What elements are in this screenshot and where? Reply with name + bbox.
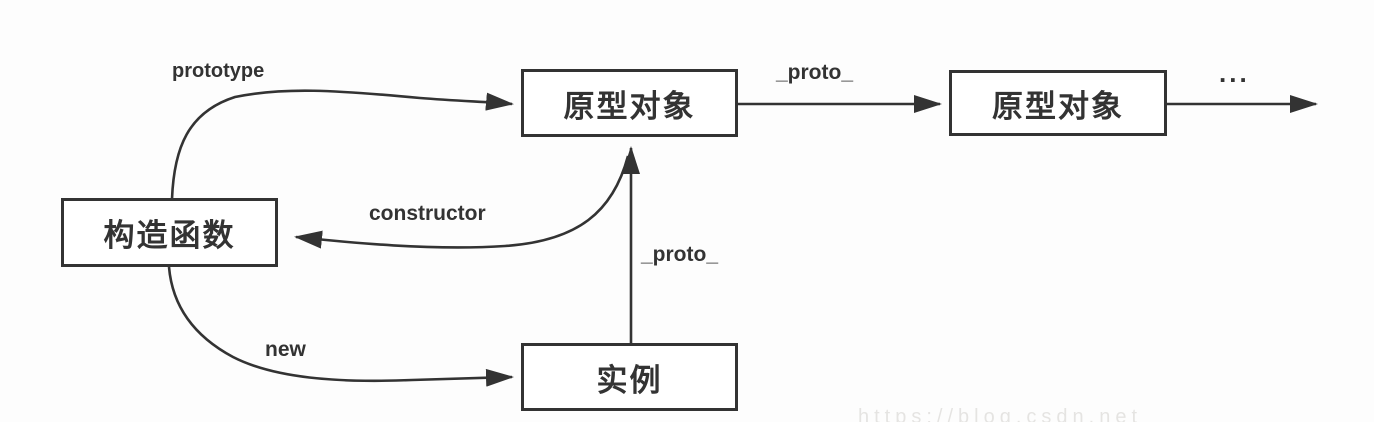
edge-label-prototype: prototype	[172, 60, 265, 82]
node-constructor-function: 构造函数	[61, 198, 278, 267]
node-instance: 实例	[521, 343, 738, 411]
edge-label-constructor: constructor	[369, 202, 486, 225]
watermark-text: https://blog.csdn.net	[858, 406, 1143, 422]
edge-label-ellipsis: ...	[1219, 58, 1250, 88]
prototype-arrow	[170, 89, 514, 200]
node-constructor-function-label: 构造函数	[103, 218, 236, 253]
edge-label-proto-horizontal: _proto_	[776, 61, 854, 84]
new-arrow	[167, 266, 514, 387]
constructor-arrow	[294, 155, 630, 249]
edge-label-proto-vertical: _proto_	[641, 243, 719, 266]
node-prototype-object-1-label: 原型对象	[563, 88, 696, 124]
node-prototype-object-2: 原型对象	[949, 70, 1167, 136]
edge-label-new: new	[265, 338, 306, 361]
node-prototype-object-2-label: 原型对象	[992, 88, 1124, 124]
node-prototype-object-1: 原型对象	[521, 69, 738, 137]
node-instance-label: 实例	[596, 362, 663, 398]
